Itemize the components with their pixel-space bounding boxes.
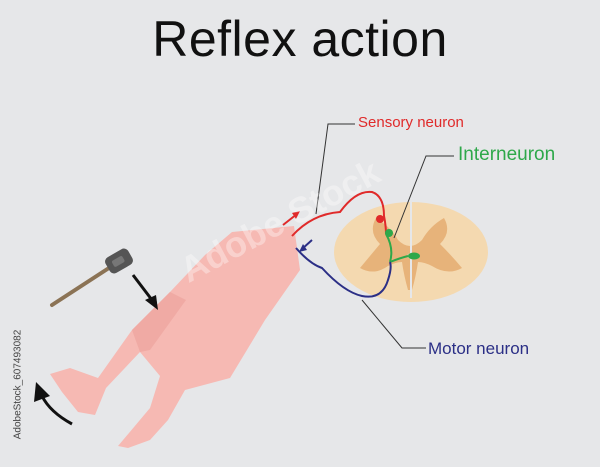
sensory-neuron-label: Sensory neuron — [358, 114, 464, 131]
motor-leader-line — [361, 299, 426, 349]
interneuron-label: Interneuron — [458, 144, 556, 165]
curved-arrowhead — [34, 382, 50, 402]
sensory-arrow-icon — [292, 211, 300, 219]
sensory-leader-line — [315, 123, 355, 215]
motor-arrow-icon — [299, 244, 307, 252]
motor-neuron-label: Motor neuron — [428, 339, 530, 358]
sensory-neuron-cell-body — [376, 215, 384, 223]
curved-arrow-icon — [40, 395, 73, 426]
interneuron-cell-body — [385, 229, 393, 237]
spinal-cord — [334, 202, 488, 302]
reflex-hammer-icon — [50, 248, 133, 307]
stock-id-label: AdobeStock_607493082 — [12, 329, 24, 440]
sensory-neuron — [291, 190, 387, 237]
strike-arrow-icon — [145, 295, 158, 310]
motor-neuron-cell-body — [408, 252, 420, 260]
leg-shin-shadow — [132, 292, 186, 352]
motor-neuron — [295, 247, 392, 298]
page-title: Reflex action — [152, 11, 448, 67]
interneuron-leader-line — [393, 155, 454, 239]
leg — [50, 226, 300, 448]
